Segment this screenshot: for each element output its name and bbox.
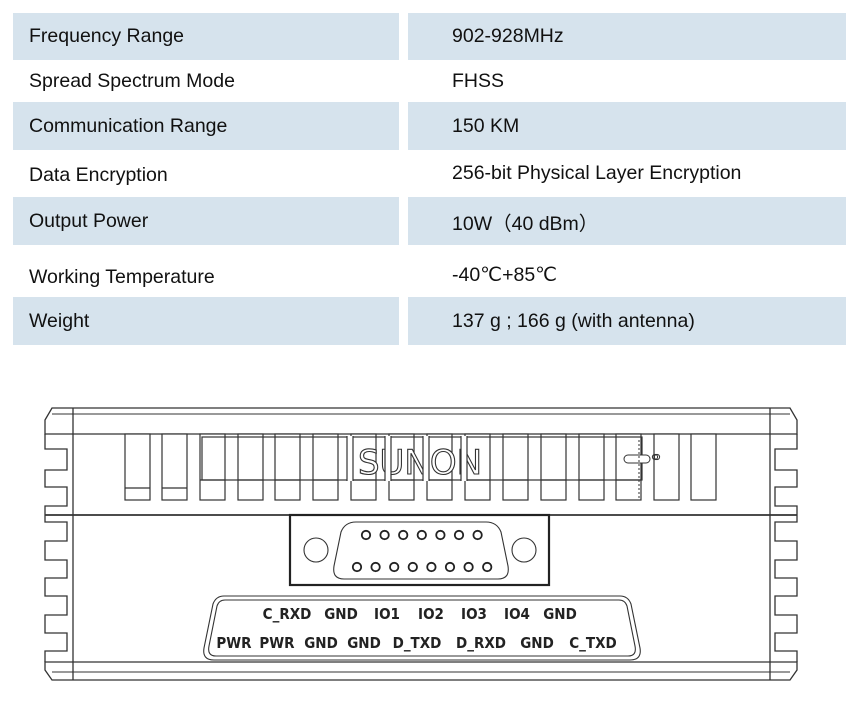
pin-label: PWR	[216, 634, 252, 652]
mount-hole-right	[511, 537, 537, 563]
spec-row-working-temperature: Working Temperature -40℃+85℃	[0, 245, 859, 297]
pin-label: GND	[520, 634, 554, 652]
spec-row-frequency-range: Frequency Range 902-928MHz	[0, 13, 859, 60]
connector-pin	[426, 561, 437, 573]
left-side-fins	[44, 434, 68, 662]
pin-label: D_TXD	[393, 634, 442, 652]
heatsink-fin	[161, 433, 188, 501]
heatsink-fin	[237, 433, 264, 501]
spec-row-output-power: Output Power 10W（40 dBm）	[0, 197, 859, 245]
pin-label-plate-outer	[203, 595, 641, 661]
pin-label: C_RXD	[263, 605, 312, 623]
pin-label: GND	[304, 634, 338, 652]
heatsink-fin	[540, 433, 567, 501]
spec-value: 256-bit Physical Layer Encryption	[452, 162, 742, 184]
heatsink-fins	[124, 433, 717, 501]
side-fin-profile	[774, 434, 798, 662]
heatsink-fin	[199, 433, 226, 501]
pin-label: GND	[324, 605, 358, 623]
db15-shell	[333, 521, 509, 580]
heatsink-fin	[690, 433, 717, 501]
spec-value: 10W（40 dBm）	[408, 197, 846, 245]
heatsink-fin	[274, 433, 301, 501]
bottom-plate	[44, 661, 798, 681]
pin-label: D_RXD	[456, 634, 506, 652]
pin-label-plate-inner	[208, 599, 636, 657]
connector-pin	[407, 561, 418, 573]
heatsink-fin	[350, 433, 377, 501]
spec-value: -40℃+85℃	[452, 264, 558, 286]
db15-pins	[351, 529, 493, 573]
latch-slot	[623, 454, 651, 464]
heatsink-fin	[578, 433, 605, 501]
pin-label: IO4	[504, 605, 530, 623]
connector-pin	[370, 561, 381, 573]
spec-value: FHSS	[452, 69, 505, 92]
spec-row-spread-spectrum-mode: Spread Spectrum Mode FHSS	[0, 60, 859, 102]
connector-pin	[398, 529, 409, 541]
side-fin-profile	[44, 434, 68, 662]
connector-plate	[288, 513, 551, 587]
fin-gap-mask	[423, 436, 429, 481]
heatsink-fin	[653, 433, 680, 501]
spec-row-data-encryption: Data Encryption 256-bit Physical Layer E…	[0, 150, 859, 197]
connector-pin	[416, 529, 427, 541]
pin-label: IO1	[374, 605, 400, 623]
top-plate	[44, 407, 798, 435]
connector-pin	[453, 529, 465, 541]
spec-value: 137 g ; 166 g (with antenna)	[408, 297, 846, 345]
heatsink-fin	[426, 433, 453, 501]
fin-gap-mask	[347, 436, 353, 481]
spec-label: Communication Range	[13, 102, 399, 150]
spec-label: Spread Spectrum Mode	[29, 69, 235, 92]
pin-label: IO3	[461, 605, 487, 623]
fin-gap-mask	[385, 436, 391, 481]
heatsink-fin	[312, 433, 339, 501]
pin-label: C_TXD	[569, 634, 616, 652]
right-side-fins	[774, 434, 798, 662]
spec-value: 150 KM	[408, 102, 846, 150]
spec-label: Weight	[13, 297, 399, 345]
connector-pin	[360, 529, 372, 541]
connector-pin	[444, 561, 456, 573]
heatsink-fin	[124, 433, 151, 501]
connector-pin	[472, 529, 483, 541]
pin-label: PWR	[259, 634, 295, 652]
connector-pin	[379, 529, 390, 541]
fin-gap-mask	[461, 436, 467, 481]
spec-label: Output Power	[13, 197, 399, 245]
pin-labels-bottom-row: PWR PWR GND GND D_TXD D_RXD GND C_TXD	[216, 634, 616, 652]
pin-label: GND	[543, 605, 577, 623]
connector-pin	[435, 529, 446, 541]
heatsink-fin	[502, 433, 529, 501]
spec-label: Working Temperature	[29, 265, 215, 288]
pin-label: IO2	[418, 605, 444, 623]
heatsink-fin	[615, 433, 642, 501]
spec-label: Frequency Range	[13, 13, 399, 60]
connector-pin	[351, 561, 363, 573]
pin-label: GND	[347, 634, 381, 652]
connector-pin	[463, 561, 474, 573]
connector-pin	[389, 561, 400, 573]
spec-label: Data Encryption	[29, 164, 168, 186]
pin-labels-top-row: C_RXD GND IO1 IO2 IO3 IO4 GND	[263, 605, 577, 623]
connector-pin	[482, 561, 493, 573]
spec-value: 902-928MHz	[408, 13, 846, 60]
mount-hole-left	[303, 537, 329, 563]
spec-table: Frequency Range 902-928MHz Spread Spectr…	[0, 0, 859, 350]
spec-row-communication-range: Communication Range 150 KM	[0, 102, 859, 150]
spec-row-weight: Weight 137 g ; 166 g (with antenna)	[0, 297, 859, 345]
